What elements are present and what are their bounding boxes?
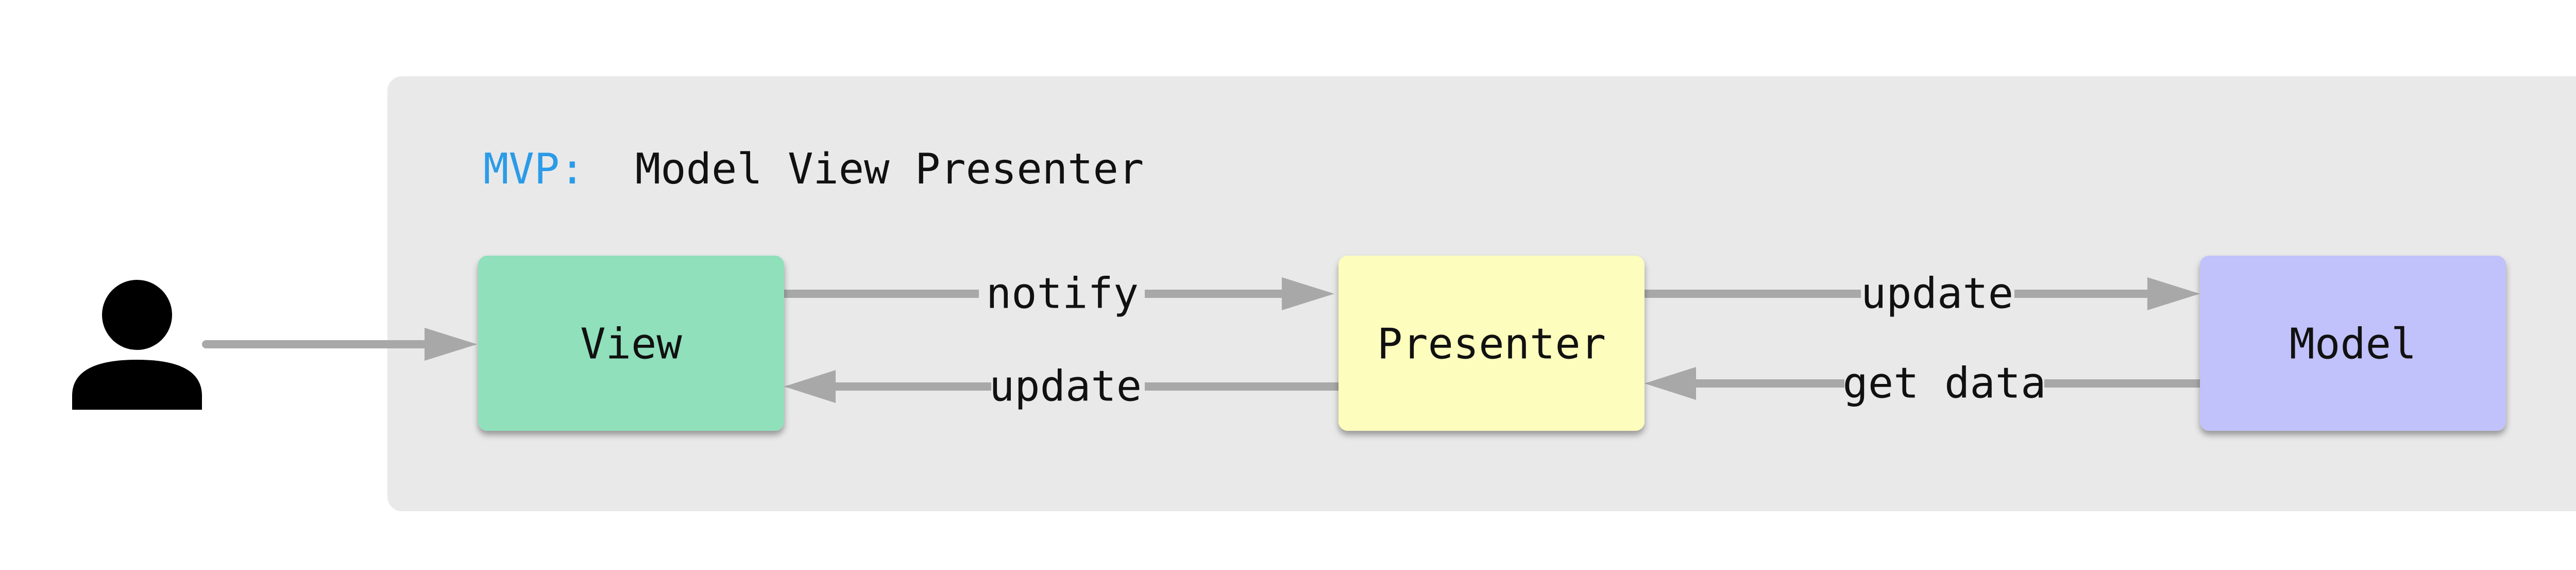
arrow-view-to-presenter — [784, 277, 1334, 310]
title-text: Model View Presenter — [635, 145, 1144, 194]
arrow-presenter-to-view — [784, 370, 1340, 403]
user-to-view-arrow — [202, 328, 477, 361]
node-model: Model — [2200, 256, 2506, 431]
user-icon — [72, 280, 202, 410]
edge-label-update-to-view: update — [989, 362, 1142, 411]
edge-label-notify: notify — [986, 270, 1139, 318]
node-model-label: Model — [2290, 320, 2417, 369]
node-view: View — [478, 256, 784, 431]
node-presenter: Presenter — [1338, 256, 1645, 431]
arrow-presenter-to-model — [1645, 277, 2200, 310]
arrow-model-to-presenter — [1645, 367, 2200, 400]
node-presenter-label: Presenter — [1377, 320, 1606, 369]
edge-label-get-data: get data — [1843, 359, 2046, 408]
diagram-title: MVP: Model View Presenter — [483, 145, 1144, 194]
edge-label-update-to-model: update — [1861, 270, 2013, 318]
title-prefix: MVP: — [483, 145, 585, 194]
node-view-label: View — [580, 320, 682, 369]
